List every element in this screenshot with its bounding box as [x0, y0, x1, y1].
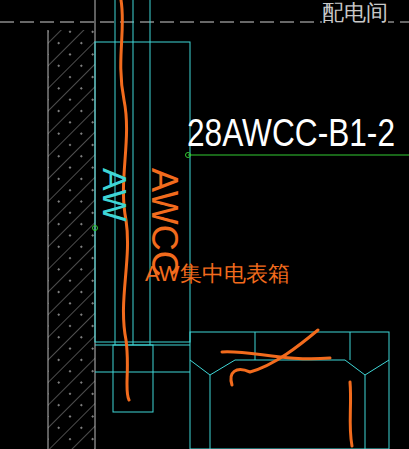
wall-hatch: [48, 30, 95, 449]
wall-edge: [48, 30, 49, 449]
vertical-tag: AW: [98, 168, 132, 222]
snap-dot: [93, 226, 98, 231]
snap-dot: [186, 153, 191, 158]
vertical-tag: AWCC: [146, 168, 182, 277]
markup-stroke: [121, 0, 352, 446]
markup-note: AW集中电表箱: [145, 263, 290, 285]
circuit-label: 28AWCC-B1-2: [187, 114, 395, 152]
equipment-outline: [190, 332, 389, 449]
room-name: 配电间: [322, 2, 388, 24]
leader-line: [188, 155, 409, 156]
shaft-outline: [95, 0, 190, 412]
